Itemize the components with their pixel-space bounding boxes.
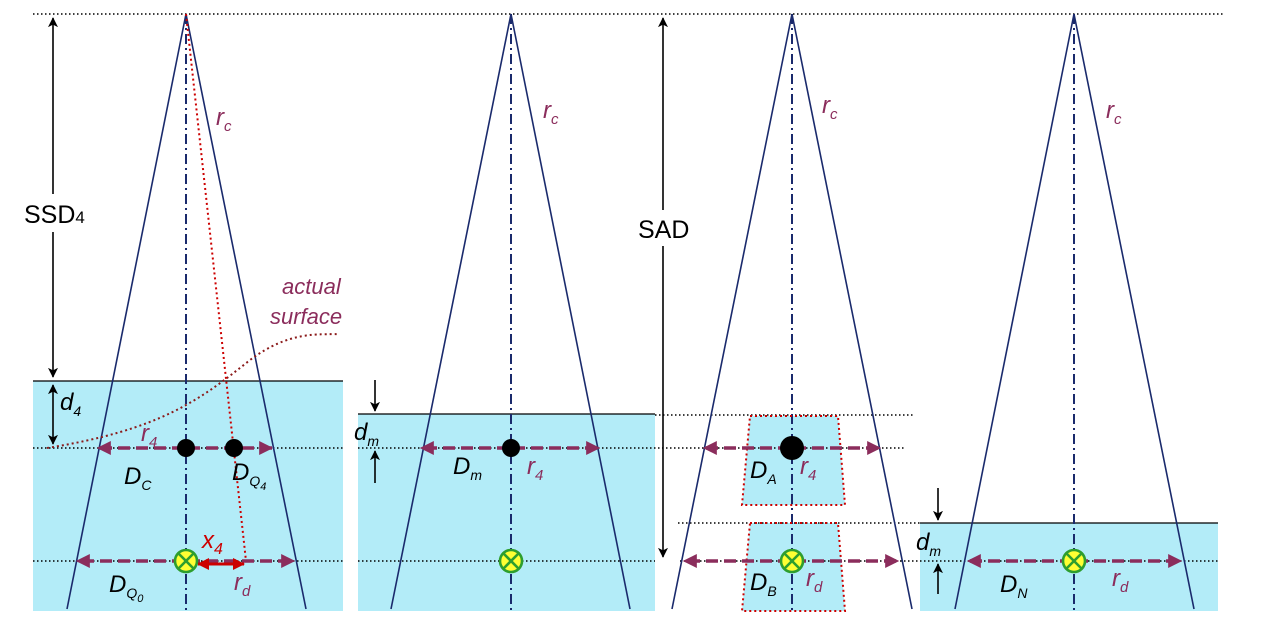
- dm-dose-label: Dm: [453, 453, 482, 483]
- d4-label: d4: [60, 389, 81, 419]
- beam-cone-2: [390, 13, 631, 610]
- beam-cone-1: [66, 13, 307, 610]
- dc-label: DC: [124, 463, 152, 493]
- detector-4: [1061, 548, 1087, 574]
- ssd4-label-bg: [20, 194, 102, 232]
- ssd4-label: SSD4: [24, 201, 85, 229]
- sad-label-bg: [632, 210, 710, 246]
- point-dm: [502, 439, 520, 457]
- rc-label-3: rc: [822, 92, 838, 123]
- rc-label-1: rc: [216, 104, 232, 135]
- slab-b-outline: [740, 522, 847, 612]
- dm-label-4: dm: [916, 529, 941, 559]
- dq4-label: DQ4: [232, 459, 266, 493]
- dn-label: DN: [1000, 571, 1028, 601]
- actual-surface-label-line1: actual: [282, 274, 342, 299]
- dq0-label: DQ0: [109, 571, 144, 605]
- detector-1: [173, 548, 199, 574]
- x4-label: x4: [201, 527, 223, 558]
- detector-2: [498, 548, 524, 574]
- r4-label-2: r4: [527, 453, 543, 484]
- rc-label-4: rc: [1106, 97, 1122, 128]
- ray-to-dq4: [185, 13, 247, 562]
- beam-cone-3: [671, 13, 913, 610]
- rc-label-2: rc: [543, 97, 559, 128]
- point-dq4: [225, 439, 243, 457]
- slab-a-outline: [740, 415, 847, 506]
- water-slab-A: [742, 416, 845, 505]
- beam-cone-4: [954, 13, 1195, 610]
- rd-label-4: rd: [1112, 565, 1129, 596]
- dm-label-2: dm: [354, 419, 379, 449]
- r4-label-3: r4: [800, 453, 816, 484]
- rd-label-1: rd: [234, 569, 251, 600]
- actual-surface-curve: [46, 333, 339, 449]
- actual-surface-label-line2: surface: [270, 304, 342, 329]
- r4-label-1: r4: [141, 420, 157, 451]
- sad-label: SAD: [638, 216, 689, 244]
- point-da: [780, 436, 804, 460]
- point-dc: [177, 439, 195, 457]
- da-label: DA: [750, 457, 777, 487]
- detector-3: [779, 548, 805, 574]
- rd-label-3: rd: [806, 565, 823, 596]
- db-label: DB: [750, 569, 777, 599]
